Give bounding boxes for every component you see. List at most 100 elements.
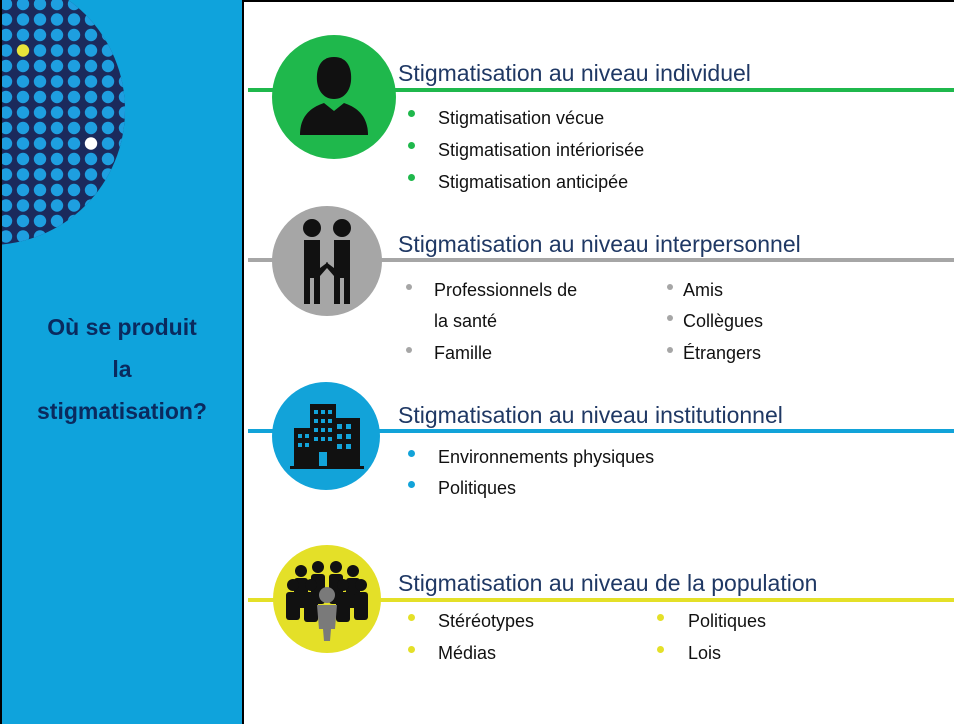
decoration-dot — [67, 168, 81, 181]
decoration-dot — [33, 0, 47, 11]
decoration-dot — [136, 153, 148, 165]
person-icon — [300, 57, 368, 135]
decoration-dot — [67, 183, 81, 197]
decoration-dot — [0, 13, 13, 26]
decoration-dot — [118, 28, 125, 42]
decoration-dot — [119, 246, 131, 258]
decoration-dot — [16, 90, 30, 104]
decoration-dot — [118, 137, 125, 150]
decoration-dot — [67, 121, 81, 135]
decoration-dot — [84, 199, 98, 212]
decoration-dot — [153, 0, 165, 10]
decoration-dot — [16, 137, 30, 150]
sidebar-title-line: Où se produit — [47, 314, 197, 340]
section-icon-circle — [273, 545, 381, 653]
decoration-dot — [118, 230, 125, 243]
decoration-dot — [153, 75, 165, 87]
decoration-dot — [67, 13, 81, 26]
decoration-dot — [187, 75, 199, 87]
decoration-dot — [170, 153, 182, 165]
bullet-dot — [408, 142, 415, 149]
decoration-dot — [50, 183, 64, 197]
sidebar: Où se produit la stigmatisation? — [0, 0, 244, 724]
decoration-dot — [153, 60, 165, 72]
decoration-dot — [33, 152, 47, 166]
decoration-dot — [153, 106, 165, 118]
decoration-dot — [118, 106, 125, 119]
decoration-dot — [0, 214, 13, 228]
decoration-dot — [85, 246, 97, 258]
decoration-dot — [170, 184, 182, 196]
decoration-dot — [153, 184, 165, 196]
decoration-dot — [187, 29, 199, 41]
decoration-dot — [153, 230, 165, 242]
decoration-dot — [118, 75, 125, 88]
decoration-dot — [101, 183, 115, 197]
decoration-dot — [187, 122, 199, 134]
decoration-dot — [170, 0, 182, 10]
decoration-dot — [33, 28, 47, 42]
decoration-dot — [136, 246, 148, 258]
section-icon-circle — [272, 35, 396, 159]
decoration-dot — [187, 0, 199, 10]
decoration-dot — [153, 153, 165, 165]
decoration-dot — [118, 168, 125, 181]
bullet-dot — [408, 174, 415, 181]
decoration-dot — [67, 28, 81, 42]
decoration-dot — [101, 59, 115, 73]
decoration-dot — [50, 230, 64, 243]
decoration-dot — [16, 214, 30, 228]
decoration-dot — [153, 91, 165, 103]
decoration-dot — [84, 183, 98, 197]
bullet-item: Amis — [683, 280, 723, 300]
decoration-dot — [101, 106, 115, 119]
decoration-dot — [0, 44, 13, 57]
decoration-dot — [16, 230, 30, 243]
dot-pattern-decoration — [0, 0, 199, 258]
decoration-dot — [170, 199, 182, 211]
decoration-dot — [136, 184, 148, 196]
decoration-dot — [33, 44, 47, 57]
bullet-dot — [667, 347, 673, 353]
bullet-item: la santé — [434, 311, 498, 331]
decoration-dot — [153, 168, 165, 180]
bullet-dot — [667, 315, 673, 321]
decoration-dot — [16, 0, 30, 11]
sidebar-title-line: la — [112, 356, 132, 382]
top-border — [0, 0, 954, 2]
bullet-dot — [408, 646, 415, 653]
bullet-item: Stigmatisation vécue — [438, 108, 605, 128]
decoration-dot — [67, 230, 81, 243]
decoration-dot — [170, 44, 182, 56]
decoration-dot — [187, 13, 199, 25]
decoration-dot — [16, 106, 30, 119]
decoration-dot — [101, 44, 115, 57]
decoration-dot — [136, 137, 148, 149]
decoration-dot — [50, 137, 64, 150]
decoration-dot — [67, 137, 81, 150]
decoration-dot — [84, 44, 98, 57]
decoration-dot — [118, 199, 125, 212]
bullet-dot — [406, 284, 412, 290]
decoration-dot — [187, 106, 199, 118]
decoration-dot — [170, 137, 182, 149]
decoration-dot — [101, 28, 115, 42]
decoration-dot — [50, 75, 64, 88]
decoration-dot — [17, 246, 29, 258]
bullet-dot — [408, 481, 415, 488]
decoration-dot — [118, 214, 125, 228]
decoration-dot — [84, 214, 98, 228]
decoration-dot — [33, 183, 47, 197]
decoration-dot — [50, 13, 64, 26]
decoration-dot — [16, 13, 30, 26]
decoration-dot — [0, 59, 13, 73]
decoration-dot — [33, 59, 47, 73]
bullet-item: Professionnels de — [434, 280, 578, 300]
bullet-dot — [657, 614, 664, 621]
bullet-item: Collègues — [683, 311, 764, 331]
decoration-dot — [50, 168, 64, 181]
decoration-dot — [136, 13, 148, 25]
decoration-dot — [187, 137, 199, 149]
section-heading: Stigmatisation au niveau individuel — [398, 60, 751, 86]
decoration-dot — [187, 168, 199, 180]
